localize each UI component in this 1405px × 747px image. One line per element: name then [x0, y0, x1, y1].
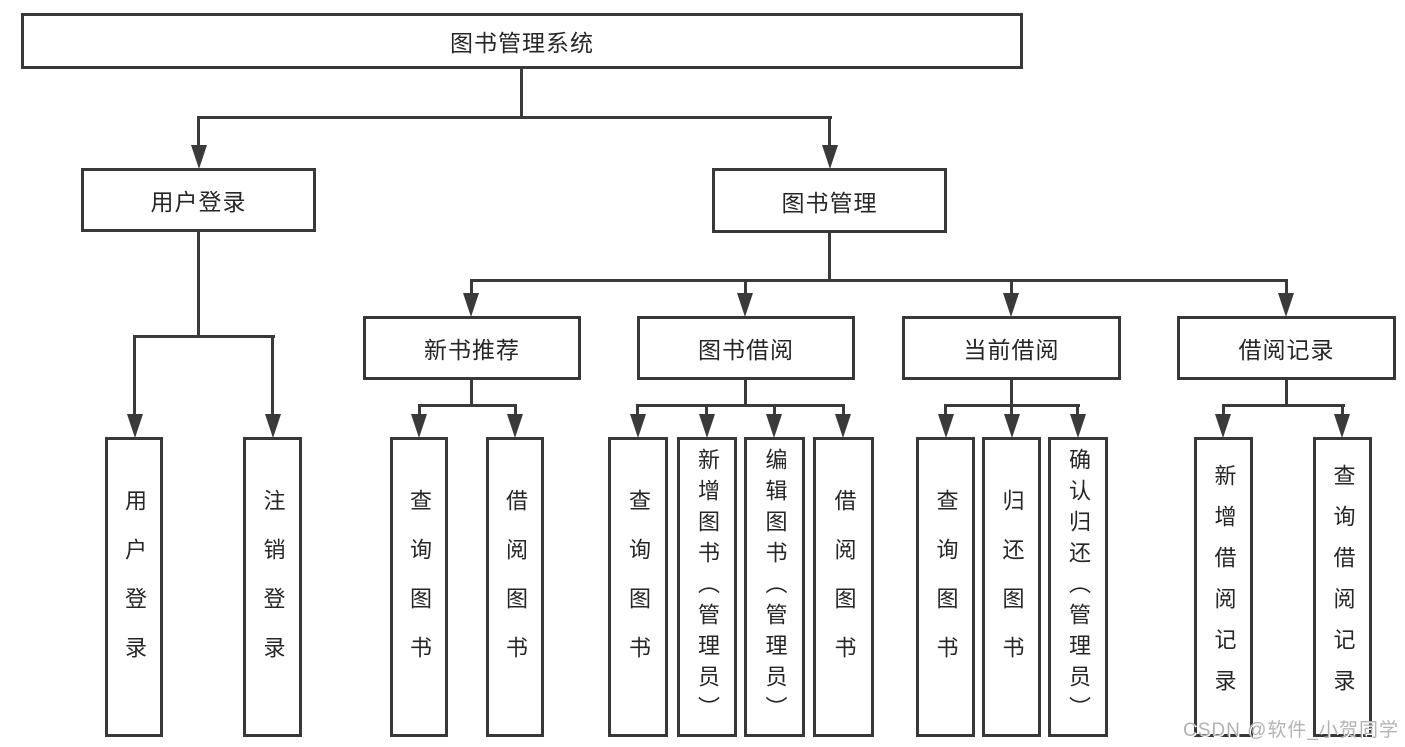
leaf-edit-book-admin: 编辑图书（管理员）	[744, 437, 805, 737]
connector-line	[744, 380, 747, 407]
connector-line	[944, 404, 947, 416]
leaf-borrow-book-borrowing-label: 借阅图书	[831, 489, 857, 685]
arrow-down	[737, 293, 753, 317]
leaf-add-book-admin-label: 新增图书（管理员）	[695, 447, 720, 727]
connector-line	[197, 116, 200, 148]
leaf-return-book-label: 归还图书	[999, 489, 1025, 685]
connector-line	[470, 380, 473, 407]
connector-line	[271, 335, 274, 415]
connector-line	[1010, 404, 1013, 416]
leaf-query-book-recommend-label: 查询图书	[407, 489, 432, 685]
arrow-down	[1070, 414, 1086, 438]
leaf-query-book-borrowing-label: 查询图书	[626, 489, 651, 685]
connector-line	[1010, 279, 1013, 295]
connector-line	[133, 335, 275, 338]
arrow-down	[127, 414, 143, 438]
connector-line	[1076, 404, 1079, 416]
leaf-add-borrow-record: 新增借阅记录	[1194, 437, 1253, 737]
connector-line	[1222, 404, 1225, 416]
connector-line	[418, 404, 517, 407]
leaf-user-login: 用户登录	[105, 437, 163, 737]
arrow-down	[938, 414, 954, 438]
arrow-down	[1215, 414, 1231, 438]
connector-line	[828, 116, 831, 148]
node-root-label: 图书管理系统	[450, 30, 594, 56]
arrow-down	[507, 414, 523, 438]
node-borrowing-records: 借阅记录	[1177, 316, 1396, 380]
connector-line	[1010, 380, 1013, 407]
connector-line	[705, 404, 708, 416]
node-user-login-label: 用户登录	[150, 189, 247, 215]
node-current-borrowing-label: 当前借阅	[963, 337, 1060, 363]
leaf-borrow-book-borrowing: 借阅图书	[813, 437, 874, 737]
arrow-down	[411, 414, 427, 438]
arrow-down	[1278, 293, 1294, 317]
leaf-add-book-admin: 新增图书（管理员）	[677, 437, 737, 737]
arrow-down	[835, 414, 851, 438]
connector-line	[520, 69, 523, 119]
leaf-add-borrow-record-label: 新增借阅记录	[1211, 464, 1237, 710]
connector-line	[1285, 279, 1288, 295]
arrow-down	[766, 414, 782, 438]
leaf-edit-book-admin-label: 编辑图书（管理员）	[762, 447, 788, 727]
connector-line	[418, 404, 421, 416]
connector-line	[636, 404, 639, 416]
node-new-book-recommend-label: 新书推荐	[424, 337, 520, 363]
node-book-borrowing: 图书借阅	[637, 316, 855, 380]
leaf-query-book-borrowing: 查询图书	[608, 437, 668, 737]
leaf-borrow-book-recommend-label: 借阅图书	[503, 489, 528, 685]
node-root: 图书管理系统	[21, 13, 1023, 69]
node-new-book-recommend: 新书推荐	[363, 316, 581, 380]
arrow-down	[630, 414, 646, 438]
arrow-down	[1004, 414, 1020, 438]
connector-line	[744, 279, 747, 295]
arrow-down	[1334, 414, 1350, 438]
leaf-return-book: 归还图书	[982, 437, 1041, 737]
connector-line	[514, 404, 517, 416]
node-book-management-label: 图书管理	[781, 189, 878, 216]
leaf-query-book-current-label: 查询图书	[933, 489, 959, 685]
leaf-confirm-return-admin: 确认归还（管理员）	[1048, 437, 1108, 737]
connector-line	[773, 404, 776, 416]
arrow-down	[265, 414, 281, 438]
leaf-confirm-return-admin-label: 确认归还（管理员）	[1066, 447, 1091, 727]
node-borrowing-records-label: 借阅记录	[1238, 337, 1335, 363]
connector-line	[1341, 404, 1344, 416]
csdn-watermark: CSDN @软件_小贺同学	[1183, 720, 1399, 741]
node-user-login: 用户登录	[81, 168, 316, 232]
connector-line	[470, 279, 1287, 282]
leaf-query-book-recommend: 查询图书	[390, 437, 448, 737]
connector-line	[842, 404, 845, 416]
leaf-logout-login-label: 注销登录	[260, 489, 286, 685]
node-current-borrowing: 当前借阅	[902, 316, 1121, 380]
connector-line	[197, 232, 200, 338]
leaf-user-login-label: 用户登录	[122, 489, 147, 685]
leaf-query-borrow-record: 查询借阅记录	[1313, 437, 1372, 737]
leaf-query-book-current: 查询图书	[916, 437, 975, 737]
connector-line	[828, 232, 831, 282]
connector-line	[133, 335, 136, 415]
connector-line	[636, 404, 845, 407]
connector-line	[470, 279, 473, 295]
arrow-down	[1003, 293, 1019, 317]
arrow-down	[822, 145, 838, 169]
leaf-borrow-book-recommend: 借阅图书	[486, 437, 544, 737]
node-book-management: 图书管理	[712, 168, 947, 233]
connector-line	[1222, 404, 1345, 407]
connector-line	[1285, 380, 1288, 407]
arrow-down	[191, 145, 207, 169]
arrow-down	[699, 414, 715, 438]
connector-line	[197, 116, 832, 119]
leaf-query-borrow-record-label: 查询借阅记录	[1330, 464, 1356, 710]
node-book-borrowing-label: 图书借阅	[698, 337, 794, 363]
arrow-down	[463, 293, 479, 317]
leaf-logout-login: 注销登录	[243, 437, 302, 737]
